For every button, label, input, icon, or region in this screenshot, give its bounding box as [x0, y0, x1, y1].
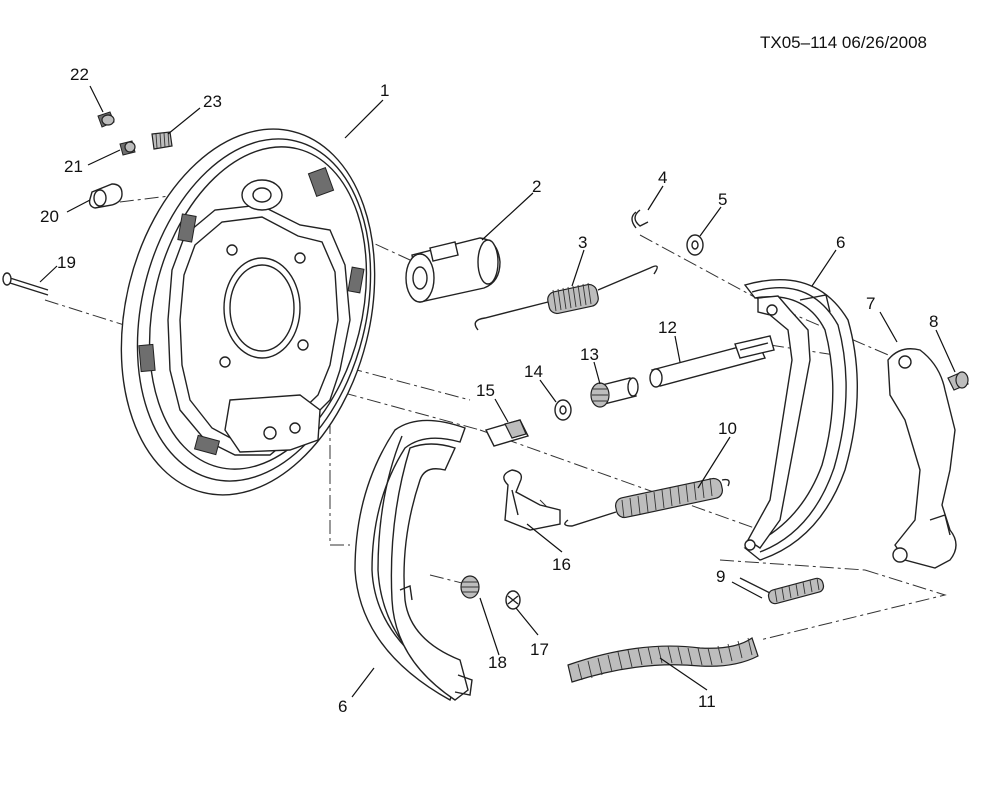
upper-return-spring: [474, 265, 658, 331]
adjuster-screw-assembly: [649, 335, 775, 388]
callout-6-front-shoe: 6: [338, 697, 347, 716]
callout-18: 18: [488, 653, 507, 672]
callout-10: 10: [718, 419, 737, 438]
adjuster-spring: [564, 477, 730, 527]
callout-4: 4: [658, 168, 667, 187]
backing-plate-pads: [138, 167, 365, 456]
adjuster-nut: [554, 399, 572, 421]
retaining-clip: [631, 209, 649, 229]
inlet-bolt: [119, 140, 136, 156]
callout-13: 13: [580, 345, 599, 364]
callout-3: 3: [578, 233, 587, 252]
callout-7: 7: [866, 294, 875, 313]
bleeder-valve: [151, 131, 173, 150]
callout-9: 9: [716, 567, 725, 586]
callout-12: 12: [658, 318, 677, 337]
adjuster-socket: [590, 377, 639, 408]
callout-14: 14: [524, 362, 543, 381]
callout-8: 8: [929, 312, 938, 331]
callout-11: 11: [698, 692, 716, 711]
rear-brake-shoe: [743, 278, 859, 561]
callout-2: 2: [532, 177, 541, 196]
callout-16: 16: [552, 555, 571, 574]
hold-down-pin: [2, 272, 49, 296]
backing-plate: [120, 128, 376, 496]
parking-brake-lever: [887, 348, 957, 569]
callout-23: 23: [203, 92, 222, 111]
hold-down-cup: [505, 590, 521, 610]
callout-19: 19: [57, 253, 76, 272]
leader-lines: [39, 85, 956, 698]
wheel-cylinder: [405, 237, 501, 303]
callout-17: 17: [530, 640, 549, 659]
adjuster-pivot: [484, 419, 530, 447]
figure-reference: TX05–114 06/26/2008: [760, 33, 927, 52]
callout-20: 20: [40, 207, 59, 226]
callout-22: 22: [70, 65, 89, 84]
callout-1: 1: [380, 81, 389, 100]
lever-pin: [947, 371, 969, 391]
bleeder-cap: [97, 111, 115, 128]
callout-15: 15: [476, 381, 495, 400]
access-plug: [88, 183, 123, 209]
front-brake-shoe: [354, 419, 473, 702]
lower-return-spring: [739, 577, 825, 605]
callout-labels: 1 2 3 4 5 6 7 8 9 10 11 12 13 14 15 16 1…: [40, 65, 938, 716]
hold-down-spring: [460, 575, 480, 599]
callout-21: 21: [64, 157, 83, 176]
adjuster-lever: [503, 469, 561, 531]
callout-5: 5: [718, 190, 727, 209]
callout-6: 6: [836, 233, 845, 252]
washer: [686, 234, 704, 256]
